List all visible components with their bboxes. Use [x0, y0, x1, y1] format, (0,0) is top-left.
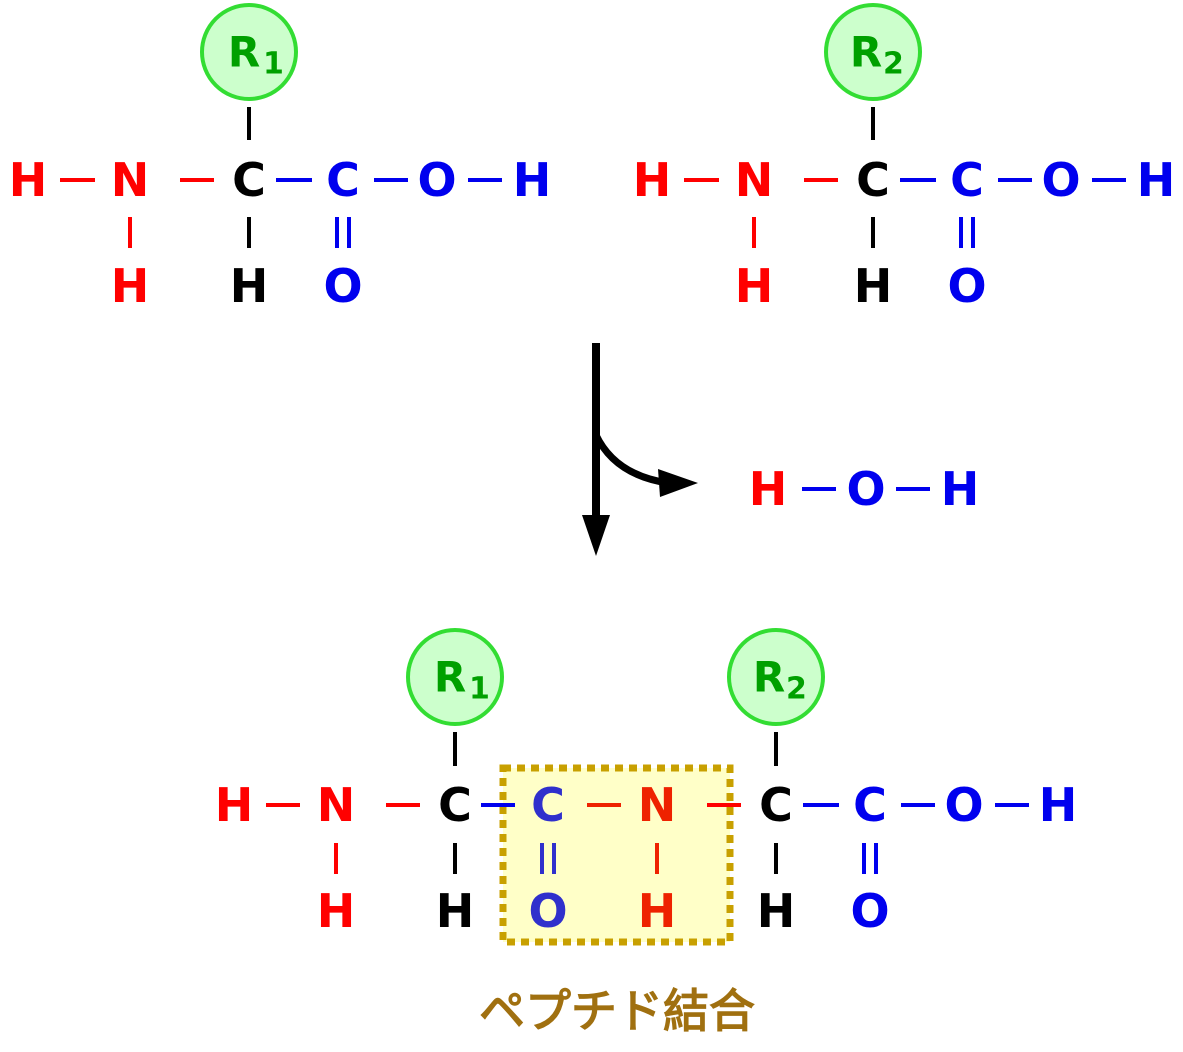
arrow-head-right — [658, 469, 698, 497]
side-chain-circle-r2 — [727, 628, 825, 726]
side-chain-letter: R — [228, 28, 260, 77]
atom-o: O — [944, 778, 983, 832]
side-chain-letter: R — [753, 653, 785, 702]
atom-h: H — [941, 462, 980, 516]
side-chain-circle-r1 — [200, 3, 298, 101]
atom-n: N — [638, 778, 677, 832]
atom-c: C — [759, 778, 793, 832]
atom-c: C — [950, 153, 984, 207]
atom-h: H — [436, 884, 475, 938]
atom-c: C — [232, 153, 266, 207]
peptide-bond-caption: ペプチド結合 — [479, 984, 755, 1038]
reaction-arrow — [582, 343, 698, 556]
atom-c: C — [438, 778, 472, 832]
atom-h: H — [317, 884, 356, 938]
side-chain-subscript: 2 — [786, 672, 807, 707]
atom-c: C — [856, 153, 890, 207]
atom-n: N — [317, 778, 356, 832]
atom-h: H — [215, 778, 254, 832]
atom-h: H — [513, 153, 552, 207]
amino-acid-2: R 2 H N H C H C O O H — [633, 3, 1176, 313]
atom-o: O — [850, 884, 889, 938]
atom-c: C — [326, 153, 360, 207]
atom-h: H — [1039, 778, 1078, 832]
water-molecule: H O H — [749, 462, 980, 516]
atom-o: O — [846, 462, 885, 516]
amino-acid-1: R 1 H N H C H C O O H — [9, 3, 552, 313]
atom-n: N — [111, 153, 150, 207]
arrow-head-down — [582, 515, 610, 556]
atom-o: O — [417, 153, 456, 207]
atom-o: O — [1041, 153, 1080, 207]
atom-h: H — [749, 462, 788, 516]
side-chain-subscript: 2 — [883, 47, 904, 82]
side-chain-subscript: 1 — [263, 47, 284, 82]
atom-o: O — [528, 884, 567, 938]
atom-h: H — [9, 153, 48, 207]
atom-c: C — [531, 778, 565, 832]
side-chain-letter: R — [850, 28, 882, 77]
dipeptide: R 1 R 2 H N H C H C O N H C H C — [215, 628, 1078, 946]
atom-c: C — [853, 778, 887, 832]
side-chain-letter: R — [434, 653, 466, 702]
atom-h: H — [735, 259, 774, 313]
atom-h: H — [854, 259, 893, 313]
atom-h: H — [111, 259, 150, 313]
side-chain-circle-r1 — [406, 628, 504, 726]
atom-h: H — [230, 259, 269, 313]
atom-h: H — [638, 884, 677, 938]
atom-h: H — [633, 153, 672, 207]
arrow-branch-curve — [592, 433, 669, 487]
side-chain-circle-r2 — [824, 3, 922, 101]
atom-o: O — [323, 259, 362, 313]
atom-n: N — [735, 153, 774, 207]
side-chain-subscript: 1 — [469, 672, 490, 707]
atom-h: H — [757, 884, 796, 938]
atom-o: O — [947, 259, 986, 313]
atom-h: H — [1137, 153, 1176, 207]
